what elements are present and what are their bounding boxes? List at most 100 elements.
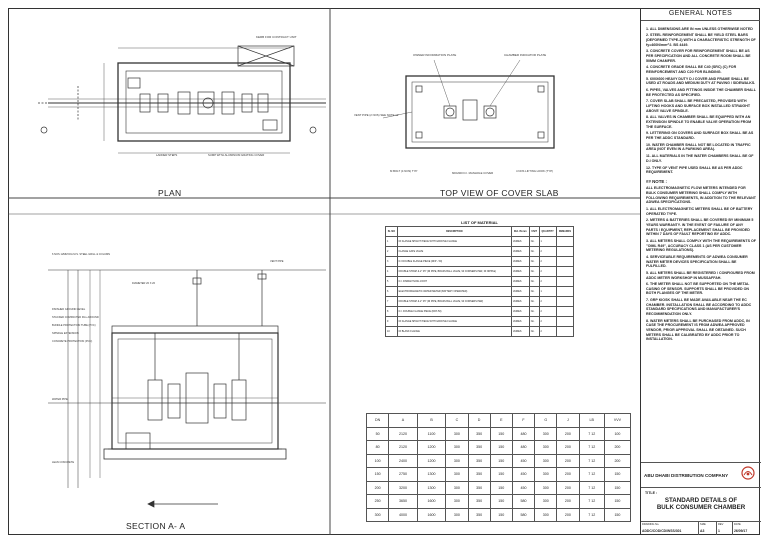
general-note-item: 9. LETTERING ON COVERS AND SURFACE BOX S… bbox=[646, 131, 754, 140]
vent-pipe-label: VENT PIPE (2 NOS) SEE NOTE 12 bbox=[354, 113, 399, 117]
dimension-cell: 480 bbox=[511, 426, 536, 441]
dimension-cell: 1600 bbox=[416, 507, 447, 522]
dimension-cell: 150 bbox=[603, 480, 632, 495]
general-note-item: 12. TYPE OF VENT PIPE USED SHALL BE AS P… bbox=[646, 165, 743, 175]
dimension-cell: 200 bbox=[556, 494, 580, 509]
owner-plate-label: OWNER INFORMATION PLATE bbox=[413, 53, 456, 57]
dimension-cell: 150 bbox=[489, 426, 513, 441]
section-label-7: CONCRETE PROTECTION (PCC) bbox=[52, 339, 92, 343]
material-cell: 4 bbox=[385, 266, 398, 277]
material-cell: No. bbox=[528, 326, 540, 337]
general-note-item: 6. PIPES, VALVES AND FITTINGS INSIDE THE… bbox=[646, 88, 756, 97]
dimension-cell: 200 bbox=[556, 480, 580, 495]
dimension-cell: 2120 bbox=[388, 440, 418, 455]
material-cell: No. bbox=[528, 316, 540, 327]
material-cell: 2 bbox=[538, 256, 557, 267]
sump-label: SUMP WITH ALUMINIUM GRATING COVER bbox=[208, 153, 264, 157]
dimension-cell: 150 bbox=[489, 467, 513, 482]
material-cell bbox=[555, 306, 575, 317]
dimension-cell: 300 bbox=[534, 494, 558, 509]
dimension-cell: 200 bbox=[556, 507, 580, 522]
dimension-cell: 200 bbox=[365, 480, 390, 495]
material-cell: 2 bbox=[538, 296, 557, 307]
dimension-cell: 350 bbox=[467, 426, 491, 441]
dwg-no-label: DRAWING No. bbox=[642, 523, 660, 526]
general-notes-title: GENERAL NOTES bbox=[641, 8, 760, 21]
dimension-cell: 350 bbox=[467, 507, 491, 522]
dimension-cell: 300 bbox=[534, 507, 558, 522]
dimension-cell: 300 bbox=[534, 453, 558, 468]
material-cell bbox=[555, 296, 575, 307]
section-title: SECTION A- A bbox=[126, 521, 186, 531]
material-header-cell: DIA. IN mm bbox=[510, 226, 530, 237]
dimension-cell: 150 bbox=[489, 453, 513, 468]
material-cell: No. bbox=[528, 276, 540, 287]
material-cell bbox=[555, 316, 575, 327]
material-cell: D.I. DISMANTLING JOINT bbox=[396, 276, 512, 287]
dimension-cell: 300 bbox=[534, 440, 558, 455]
material-header-cell: DESCRIPTION bbox=[396, 226, 512, 237]
drawing-sheet bbox=[8, 8, 760, 535]
em-note-item: 1. ALL ELECTROMAGNETIC METERS SHALL BE O… bbox=[646, 207, 753, 216]
material-cell: ELECTROMAGNETIC WATER METER (BATTERY OPE… bbox=[396, 286, 512, 297]
em-note-item: ALL ELECTROMAGNETIC FLOW METERS INTENDED… bbox=[646, 186, 756, 205]
dimension-cell: 1200 bbox=[416, 453, 447, 468]
material-cell: 2 bbox=[538, 276, 557, 287]
dimension-cell: 300 bbox=[445, 426, 469, 441]
top-view-title: TOP VIEW OF COVER SLAB bbox=[440, 188, 559, 198]
em-note-item: 2. METERS & BATTERIES SHALL BE COVERED B… bbox=[646, 218, 754, 237]
material-cell: No. bbox=[528, 236, 540, 247]
dimension-cell: 300 bbox=[445, 440, 469, 455]
notes-panel: GENERAL NOTES 1. ALL DIMENSIONS ARE IN m… bbox=[640, 8, 761, 535]
material-cell: 2 bbox=[538, 266, 557, 277]
dimension-cell: 150 bbox=[603, 507, 632, 522]
dimension-cell: 200 bbox=[556, 426, 580, 441]
material-cell: DOUBLE STRAP & 2" 45" (DI PIPE, BRASS BA… bbox=[396, 296, 512, 307]
top-view-drawing bbox=[382, 59, 555, 149]
dimension-cell: 1300 bbox=[416, 480, 447, 495]
em-notes-list: ALL ELECTROMAGNETIC FLOW METERS INTENDED… bbox=[641, 185, 760, 341]
dimension-cell: 350 bbox=[467, 494, 491, 509]
drawing-svg: KERB FOR CONTRACT UNIT LADDER STEPS SUMP… bbox=[8, 8, 640, 535]
section-label-4: STACKED COMPACTED FILL AROUND bbox=[52, 315, 99, 319]
dimension-cell: 580 bbox=[511, 507, 536, 522]
dimension-cell: 150 bbox=[603, 494, 632, 509]
material-header-cell: UNIT bbox=[528, 226, 540, 237]
general-note-item: 4. CONCRETE GRADE SHALL BE C40 (SRC) (C)… bbox=[646, 65, 737, 74]
general-note-item: 8. ALL VALVES IN CHAMBER SHALL BE EQUIPP… bbox=[646, 115, 752, 129]
dimension-cell: 350 bbox=[467, 440, 491, 455]
ladder-label: LADDER STEPS bbox=[156, 153, 177, 157]
em-note-item: 5. ALL METERS SHALL BE REGISTERED / CONF… bbox=[646, 270, 755, 280]
general-note-item: 1. ALL DIMENSIONS ARE IN mm UNLESS OTHER… bbox=[646, 26, 753, 31]
material-cell bbox=[555, 256, 575, 267]
general-note-item: 7. COVER SLAB SHALL BE PRECASTED, PROVID… bbox=[646, 99, 751, 113]
dimension-header-cell: A bbox=[388, 413, 418, 428]
addc-logo-icon bbox=[741, 466, 755, 480]
dimension-cell: 150 bbox=[365, 467, 390, 482]
size-label: SIZE bbox=[700, 523, 706, 526]
bolts-label: M BOLT (4 NOS) TYP bbox=[390, 169, 417, 173]
material-cell: No. bbox=[528, 306, 540, 317]
material-cell: VARIES bbox=[510, 266, 530, 277]
dimension-cell: 1600 bbox=[416, 494, 447, 509]
title-label: TITLE : bbox=[645, 491, 658, 495]
dimension-cell: 7 12 bbox=[578, 507, 605, 522]
material-cell: No. bbox=[528, 256, 540, 267]
dimension-cell: 150 bbox=[489, 480, 513, 495]
chamber-plate-label: CHAMBER INDICATOR PLATE bbox=[504, 53, 546, 57]
material-cell: VARIES bbox=[510, 236, 530, 247]
material-cell: DI FLANGE SPIGOT PIECE WITH GROOVE FLANG… bbox=[396, 316, 512, 327]
dimension-cell: 450 bbox=[511, 480, 536, 495]
dimension-header-cell: D bbox=[467, 413, 491, 428]
general-note-item: 2. STEEL REINFORCEMENT SHALL BE YIELD ST… bbox=[646, 33, 756, 47]
